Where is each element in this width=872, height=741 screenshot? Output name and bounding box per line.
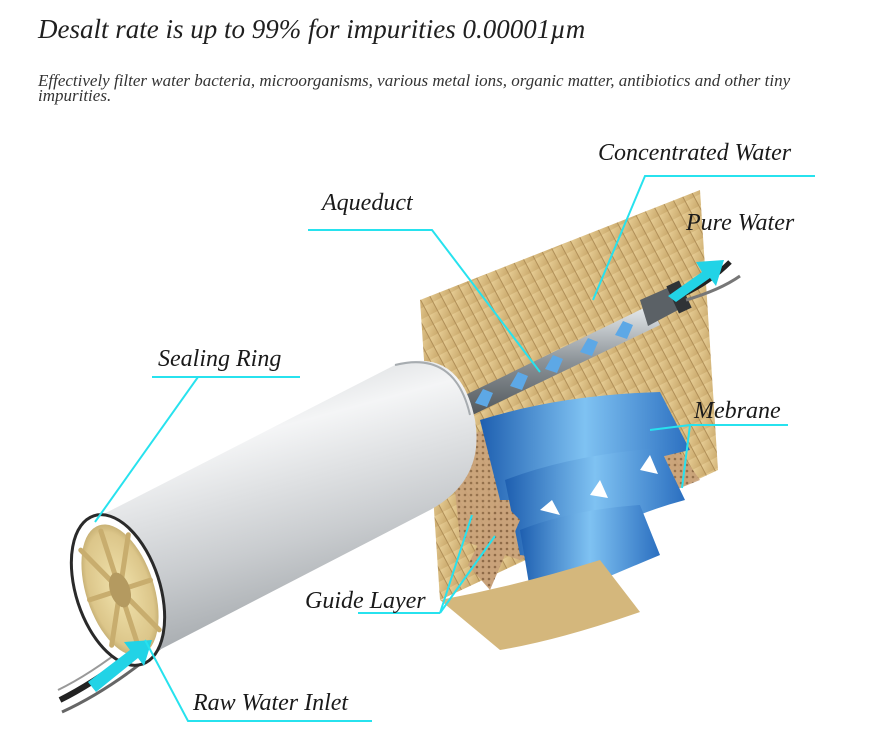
page-description: Effectively filter water bacteria, micro… — [38, 71, 791, 105]
end-cap — [69, 513, 167, 667]
leader-aqueduct — [308, 229, 541, 373]
pressure-vessel — [92, 360, 477, 660]
leader-concentrated-water — [592, 175, 815, 301]
leader-lines — [94, 175, 815, 722]
pure-water-arrow-icon — [668, 260, 724, 302]
label-mebrane: Mebrane — [694, 398, 781, 424]
label-pure-water: Pure Water — [686, 210, 795, 236]
page-title: Desalt rate is up to 99% for impurities … — [38, 14, 586, 44]
label-concentrated-water: Concentrated Water — [598, 140, 792, 166]
membrane-layers — [420, 190, 718, 650]
label-aqueduct: Aqueduct — [322, 190, 413, 216]
label-raw-water-inlet: Raw Water Inlet — [193, 690, 349, 716]
leader-raw-water-inlet — [144, 639, 372, 722]
raw-water-arrow-icon — [88, 640, 152, 692]
label-guide-layer: Guide Layer — [305, 588, 426, 614]
label-sealing-ring: Sealing Ring — [158, 346, 282, 372]
